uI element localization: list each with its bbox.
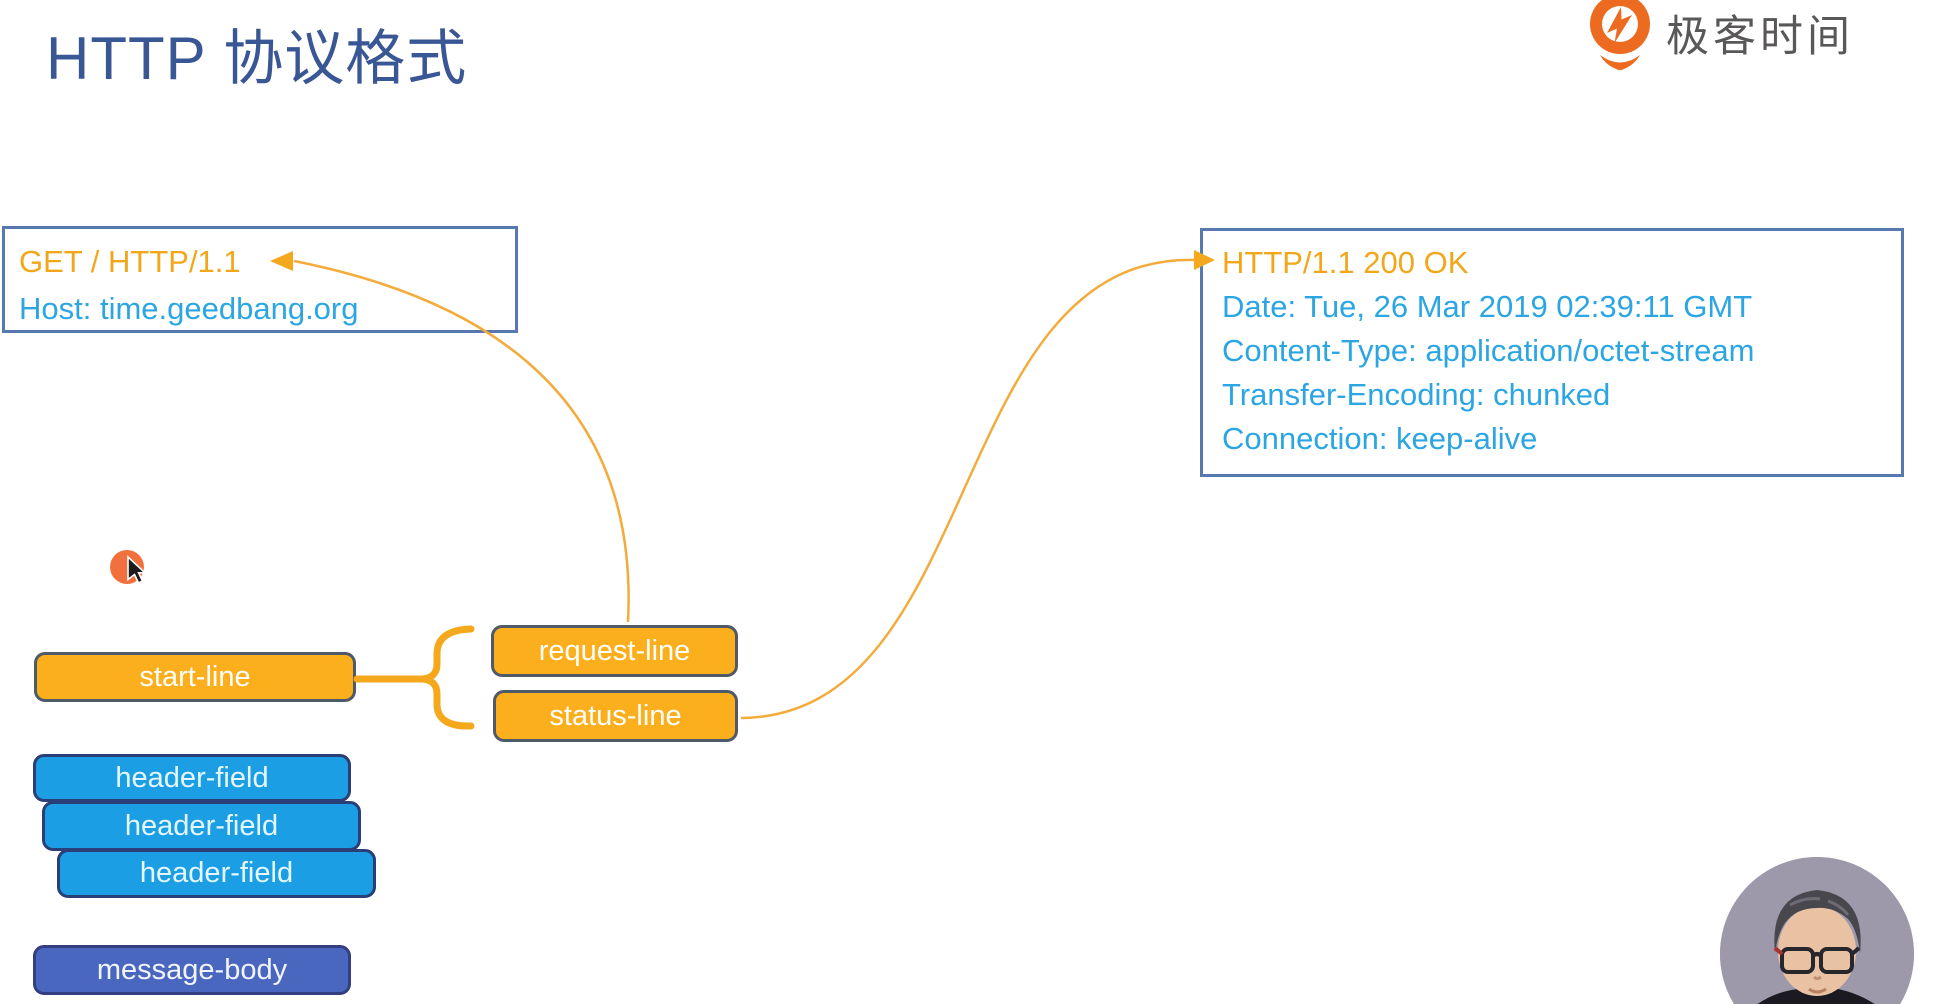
response-content-type-header-text: Content-Type: application/octet-stream xyxy=(1222,333,1755,368)
status-line-label: status-line xyxy=(549,699,682,732)
message-body-label: message-body xyxy=(96,953,288,986)
mouse-pointer-icon xyxy=(127,555,148,585)
start-line-node: start-line xyxy=(34,652,356,702)
request-host-header-text: Host: time.geedbang.org xyxy=(19,291,359,326)
header-field-label: header-field xyxy=(115,761,269,794)
status-arrow-curve xyxy=(740,258,1197,720)
header-field-label: header-field xyxy=(124,809,279,842)
response-status-line-text: HTTP/1.1 200 OK xyxy=(1222,245,1469,280)
presenter-illustration xyxy=(1720,857,1914,1004)
header-field-node-3: header-field xyxy=(57,849,376,898)
http-request-box: GET / HTTP/1.1 Host: time.geedbang.org xyxy=(2,226,518,333)
webcam-avatar xyxy=(1720,857,1914,1004)
header-field-label: header-field xyxy=(139,857,294,889)
http-response-box: HTTP/1.1 200 OK Date: Tue, 26 Mar 2019 0… xyxy=(1200,228,1904,477)
cursor-highlight xyxy=(110,550,148,585)
message-body-node: message-body xyxy=(33,945,351,995)
response-transfer-encoding-header-text: Transfer-Encoding: chunked xyxy=(1222,377,1611,412)
status-line-node: status-line xyxy=(493,690,738,742)
start-line-label: start-line xyxy=(139,660,251,693)
response-connection-header-text: Connection: keep-alive xyxy=(1222,421,1538,456)
header-field-node-1: header-field xyxy=(33,754,351,802)
request-line-label: request-line xyxy=(538,634,691,667)
header-field-node-2: header-field xyxy=(42,801,361,851)
curly-brace xyxy=(419,625,475,730)
page-title: HTTP 协议格式 xyxy=(46,25,468,92)
geektime-logo-text: 极客时间 xyxy=(1666,13,1854,61)
request-line-node: request-line xyxy=(491,625,738,677)
geektime-logo-icon xyxy=(1590,0,1650,70)
request-start-line-text: GET / HTTP/1.1 xyxy=(19,244,241,279)
response-date-header-text: Date: Tue, 26 Mar 2019 02:39:11 GMT xyxy=(1222,289,1753,324)
